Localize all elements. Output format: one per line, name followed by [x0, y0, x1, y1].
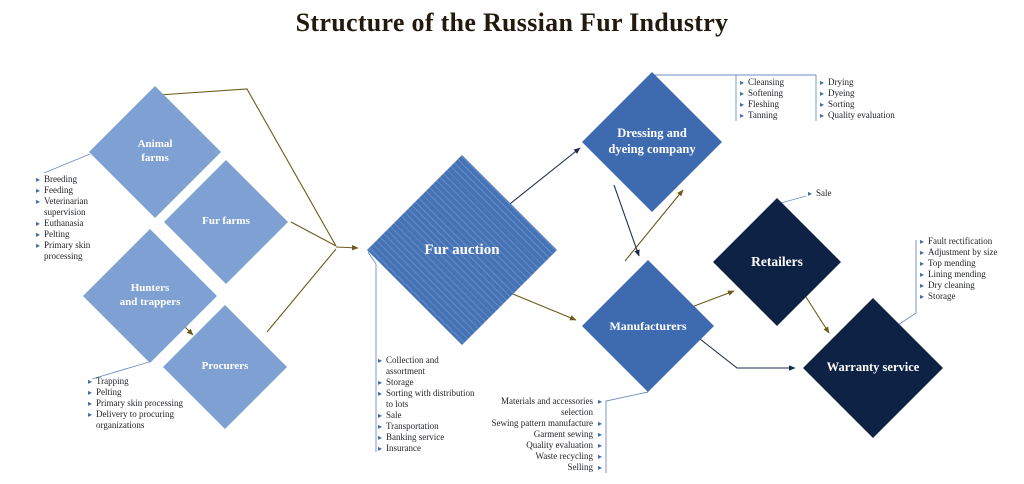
- list-item: Insurance: [378, 443, 478, 454]
- list-item: Sorting: [820, 99, 920, 110]
- list-item: Selling: [468, 462, 602, 473]
- list-item: Quality evaluation: [468, 440, 602, 451]
- list-item: Euthanasia: [36, 218, 114, 229]
- manufacturers-functions-list: Materials and accessories selectionSewin…: [468, 396, 602, 473]
- list-item: Delivery to procuring organizations: [88, 409, 194, 431]
- node-fur-auction-label: Fur auction: [424, 241, 500, 258]
- node-procurers-label: Procurers: [201, 360, 249, 373]
- animal-farms-functions-list: BreedingFeedingVeterinarian supervisionE…: [36, 174, 114, 262]
- dressing-functions-list-col2: DryingDyeingSortingQuality evaluation: [820, 77, 920, 121]
- edge-procurers-to-auction: [266, 248, 337, 333]
- retailers-functions-list: Sale: [808, 188, 848, 199]
- node-dressing-and-dyeing-company: Dressing and dyeing company: [582, 72, 722, 212]
- edge-auction-to-manufacturers: [507, 291, 577, 321]
- page-title: Structure of the Russian Fur Industry: [295, 8, 729, 37]
- list-item: Garment sewing: [468, 429, 602, 440]
- list-item: Pelting: [88, 387, 194, 398]
- list-item: Transportation: [378, 421, 478, 432]
- node-manufacturers: Manufacturers: [582, 260, 714, 392]
- list-item: Sewing pattern manufacture: [468, 418, 602, 429]
- node-warranty-service: Warranty service: [803, 298, 943, 438]
- list-connector-manufacturers: [605, 391, 649, 473]
- node-fur-auction: Fur auction: [367, 155, 557, 345]
- edge-manufacturers-to-warranty: [699, 338, 796, 371]
- list-item: Collection and assortment: [378, 355, 478, 377]
- node-dressing-label: Dressing and dyeing company: [608, 126, 696, 156]
- list-item: Storage: [920, 291, 1000, 302]
- hunters-functions-list: TrappingPeltingPrimary skin processingDe…: [88, 376, 194, 431]
- node-manufacturers-label: Manufacturers: [609, 318, 687, 333]
- dressing-functions-list-col1: CleansingSofteningFleshingTanning: [740, 77, 812, 121]
- list-item: Primary skin processing: [88, 398, 194, 409]
- edge-merge-to-auction: [335, 244, 359, 251]
- list-item: Feeding: [36, 185, 114, 196]
- list-connector-auction: [367, 251, 377, 452]
- list-item: Veterinarian supervision: [36, 196, 114, 218]
- list-item: Sale: [808, 188, 848, 199]
- list-item: Drying: [820, 77, 920, 88]
- list-item: Banking service: [378, 432, 478, 443]
- list-item: Dry cleaning: [920, 280, 1000, 291]
- list-connector-warranty: [897, 240, 917, 326]
- list-item: Quality evaluation: [820, 110, 920, 121]
- fur-auction-functions-list: Collection and assortmentStorageSorting …: [378, 355, 478, 454]
- list-item: Breeding: [36, 174, 114, 185]
- list-item: Top mending: [920, 258, 1000, 269]
- node-animal-farms-label: Animal farms: [137, 138, 173, 164]
- list-item: Fault rectification: [920, 236, 1000, 247]
- list-item: Primary skin processing: [36, 240, 114, 262]
- node-fur-farms-label: Fur farms: [202, 215, 250, 228]
- node-warranty-label: Warranty service: [826, 360, 920, 375]
- edge-retailers-to-warranty: [805, 296, 830, 334]
- list-connector-animal-farms: [43, 153, 91, 174]
- node-hunters-label: Hunters and trappers: [119, 282, 181, 308]
- list-item: Dyeing: [820, 88, 920, 99]
- list-item: Cleansing: [740, 77, 812, 88]
- list-item: Materials and accessories selection: [468, 396, 602, 418]
- list-item: Adjustment by size: [920, 247, 1000, 258]
- warranty-functions-list: Fault rectificationAdjustment by sizeTop…: [920, 236, 1000, 302]
- node-retailers-label: Retailers: [751, 253, 803, 269]
- node-retailers: Retailers: [713, 198, 841, 326]
- edge-auction-to-dressing: [505, 147, 581, 208]
- list-item: Fleshing: [740, 99, 812, 110]
- list-connector-retailers-sale: [780, 195, 807, 204]
- list-item: Lining mending: [920, 269, 1000, 280]
- list-item: Softening: [740, 88, 812, 99]
- list-item: Pelting: [36, 229, 114, 240]
- edge-dressing-to-manufacturers: [613, 184, 640, 257]
- list-item: Waste recycling: [468, 451, 602, 462]
- list-item: Tanning: [740, 110, 812, 121]
- list-item: Storage: [378, 377, 478, 388]
- list-item: Sale: [378, 410, 478, 421]
- edge-manufacturers-to-retailers: [688, 290, 735, 309]
- list-item: Trapping: [88, 376, 194, 387]
- edge-fur-farms-to-auction: [290, 221, 337, 247]
- list-item: Sorting with distribution to lots: [378, 388, 478, 410]
